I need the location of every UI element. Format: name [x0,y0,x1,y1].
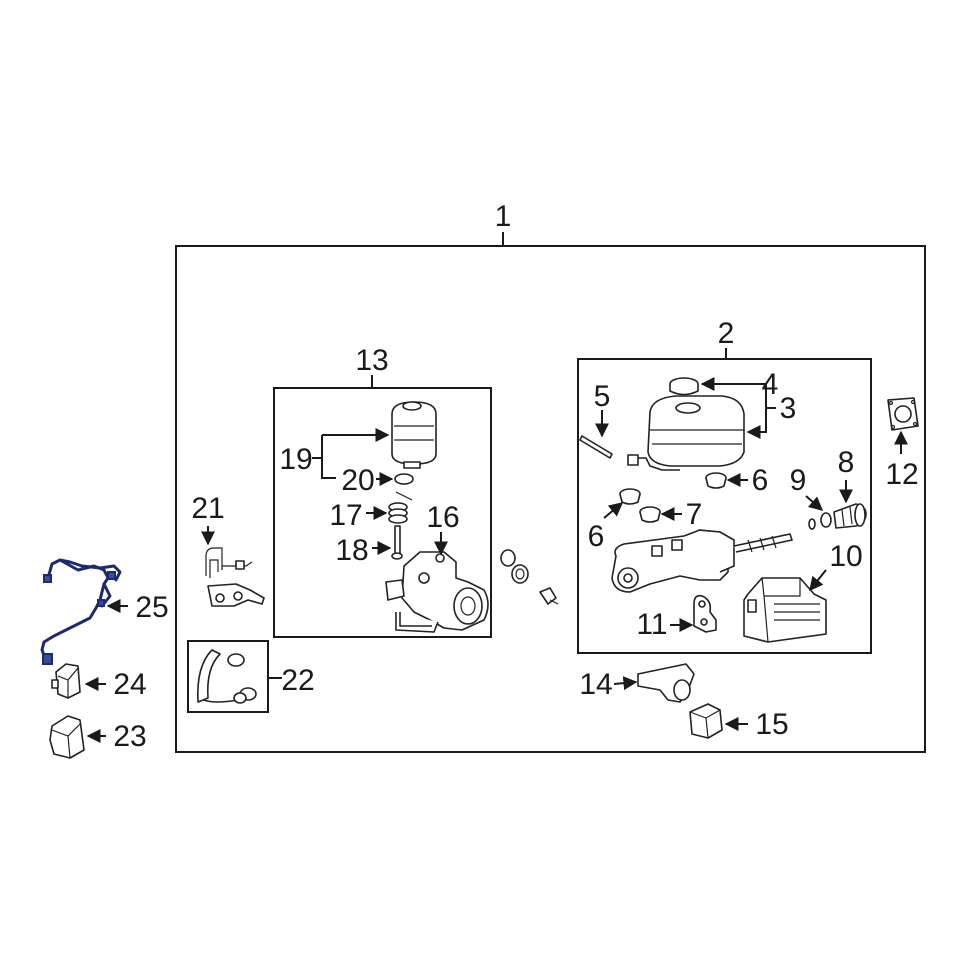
bracket-part-11[interactable] [693,594,717,633]
subassembly-frame-13 [273,387,492,638]
callout-20[interactable]: 20 [341,464,374,497]
callout-6-right[interactable]: 6 [752,464,769,497]
kit-frame-22 [187,640,269,713]
wiring-harness-part-25[interactable] [40,558,122,665]
callout-16[interactable]: 16 [426,501,459,534]
grommet-part-6-left[interactable] [619,488,641,505]
callout-10[interactable]: 10 [829,540,862,573]
grommet-part-7[interactable] [639,506,661,523]
callout-21[interactable]: 21 [191,492,224,525]
callout-3[interactable]: 3 [780,392,797,425]
callout-1[interactable]: 1 [495,200,512,233]
callout-14[interactable]: 14 [579,668,612,701]
oring-part-20[interactable] [394,473,414,485]
callout-23[interactable]: 23 [113,720,146,753]
callout-11[interactable]: 11 [636,608,667,641]
mount-part-15[interactable] [689,703,723,739]
callout-17[interactable]: 17 [329,499,362,532]
pin-part-5[interactable] [579,435,613,459]
reservoir-part-3[interactable] [627,395,745,471]
callout-12[interactable]: 12 [885,458,918,491]
pump-assembly-part-16[interactable] [385,551,489,633]
rod-part-18[interactable] [391,525,403,560]
grommet-part-6-right[interactable] [705,472,727,489]
callout-13[interactable]: 13 [355,344,388,377]
leader-10 [809,569,827,592]
tube-bracket-part-21[interactable] [205,547,265,607]
connector-part-24[interactable] [51,663,81,699]
subassembly-frame-2 [577,358,872,654]
assembly-frame-1 [175,245,926,753]
callout-5[interactable]: 5 [594,380,611,413]
fittings-group[interactable] [500,549,559,605]
leader-9 [805,495,824,511]
seal-part-9[interactable] [808,512,832,530]
leader-14 [613,676,638,691]
boot-part-8[interactable] [833,503,867,529]
callout-9[interactable]: 9 [790,464,807,497]
callout-6-left[interactable]: 6 [588,520,605,553]
callout-7[interactable]: 7 [686,498,703,531]
bracket-19 [321,435,336,479]
hose-kit-part-22[interactable] [196,649,257,704]
reservoir-cap-part-4[interactable] [669,377,699,396]
gasket-part-12[interactable] [887,397,919,431]
cover-part-23[interactable] [49,715,85,759]
callout-15[interactable]: 15 [755,708,788,741]
leader-6-left [603,502,624,519]
callout-25[interactable]: 25 [135,591,168,624]
callout-22[interactable]: 22 [281,664,314,697]
callout-24[interactable]: 24 [113,668,146,701]
callout-18[interactable]: 18 [335,534,368,567]
spring-part-17[interactable] [388,491,413,524]
callout-2[interactable]: 2 [718,317,735,350]
callout-8[interactable]: 8 [838,446,855,479]
accumulator-part-19[interactable] [391,401,437,469]
master-cylinder-body[interactable] [611,529,793,593]
control-module-part-10[interactable] [743,577,827,643]
callout-19[interactable]: 19 [279,443,312,476]
bracket-part-14[interactable] [637,663,695,703]
